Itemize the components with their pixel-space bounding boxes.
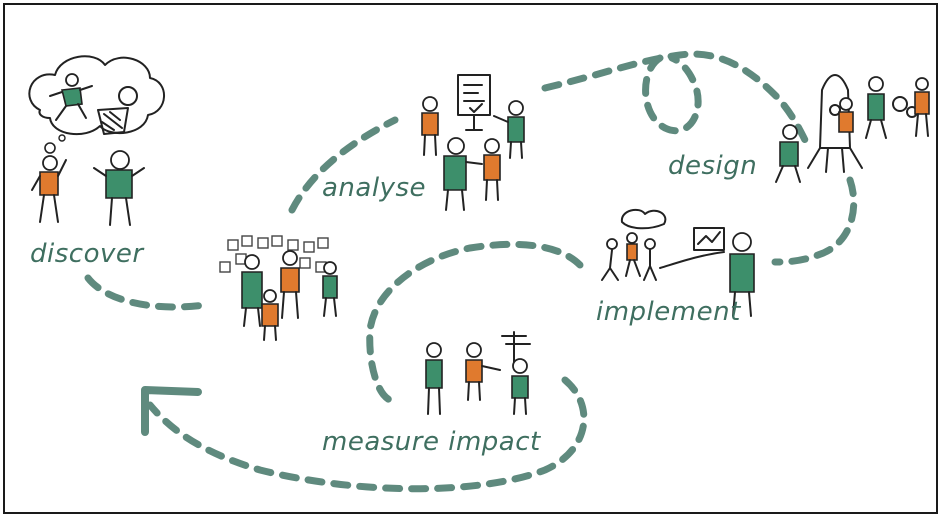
walking-group-icon	[601, 232, 657, 281]
team-cluster-illustration	[219, 235, 338, 341]
analyse-illustration: analyse	[322, 74, 525, 211]
gears-icon	[892, 96, 918, 118]
person-orange	[280, 250, 300, 319]
measure-illustration: measure impact	[322, 331, 541, 457]
person-green	[775, 124, 801, 183]
person-orange	[421, 96, 439, 156]
person-green	[93, 150, 145, 226]
path-discover-to-cluster	[84, 274, 209, 311]
stage-label-analyse: analyse	[322, 173, 426, 203]
running-person-icon	[49, 73, 93, 121]
person-orange	[261, 289, 279, 341]
person-orange	[838, 97, 854, 133]
path-design-to-implement	[771, 176, 858, 266]
thought-cloud-icon	[28, 55, 165, 154]
person-green	[443, 137, 483, 211]
person-green	[865, 76, 887, 139]
stage-label-design: design	[668, 151, 757, 181]
implement-illustration: implement	[596, 208, 755, 327]
person-green	[322, 261, 338, 317]
trash-basket-icon	[97, 86, 138, 135]
person-orange	[483, 138, 501, 201]
path-analyse-to-design	[541, 50, 809, 144]
person-orange	[31, 155, 67, 223]
return-arrow-icon	[141, 386, 202, 436]
journey-path	[84, 50, 858, 493]
rocket-icon	[807, 74, 863, 173]
stage-label-implement: implement	[596, 297, 741, 327]
person-green	[425, 342, 443, 415]
diagram-frame	[3, 3, 938, 514]
person-green	[511, 358, 529, 415]
path-design-loop	[642, 54, 702, 135]
person-orange	[914, 77, 930, 137]
design-illustration: design	[668, 74, 930, 183]
person-green	[241, 254, 263, 327]
path-cluster-to-analyse	[288, 116, 399, 214]
sticky-notes-icon	[219, 235, 329, 273]
discover-illustration: discover	[28, 55, 165, 269]
flipchart-icon	[457, 74, 491, 131]
stage-label-measure-impact: measure impact	[322, 427, 541, 457]
speech-bubbles-icon	[620, 208, 667, 230]
path-measure-return	[146, 376, 588, 493]
person-orange	[465, 342, 501, 401]
person-green	[493, 100, 525, 159]
presentation-board-icon	[659, 227, 725, 269]
stage-label-discover: discover	[30, 239, 145, 269]
signpost-icon	[501, 331, 531, 363]
presenter-person	[729, 232, 755, 317]
path-implement-to-measure	[366, 240, 584, 404]
